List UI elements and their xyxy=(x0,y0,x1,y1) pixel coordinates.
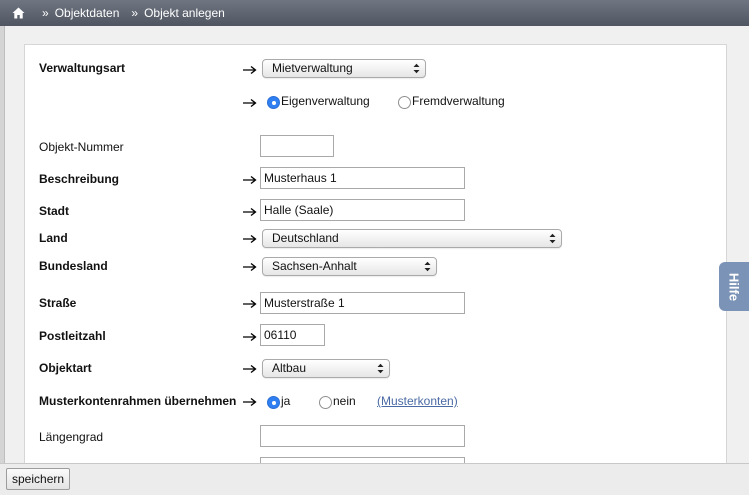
required-arrow-icon xyxy=(243,299,257,309)
objekt-nummer-input[interactable] xyxy=(260,135,334,157)
required-arrow-icon xyxy=(243,98,257,108)
stadt-input[interactable] xyxy=(260,199,465,221)
breadcrumb-objekt-anlegen: Objekt anlegen xyxy=(144,6,225,20)
musterkonten-link[interactable]: (Musterkonten) xyxy=(377,394,458,408)
bundesland-select[interactable]: Sachsen-Anhalt xyxy=(262,257,437,276)
fremdverwaltung-label: Fremdverwaltung xyxy=(412,94,505,108)
left-edge-strip xyxy=(0,26,5,463)
stadt-label: Stadt xyxy=(39,204,69,218)
laengengrad-label: Längengrad xyxy=(39,430,104,444)
postleitzahl-input[interactable] xyxy=(260,324,325,346)
musterkonten-ja-label: ja xyxy=(281,394,291,408)
musterkonten-nein-label: nein xyxy=(333,394,356,408)
object-form: Verwaltungsart Mietverwaltung Eigenverwa… xyxy=(24,44,727,463)
required-arrow-icon xyxy=(243,65,257,75)
radio-musterkonten-nein[interactable] xyxy=(319,396,332,409)
required-arrow-icon xyxy=(243,397,257,407)
verwaltungsart-select[interactable]: Mietverwaltung xyxy=(262,59,426,78)
land-select[interactable]: Deutschland xyxy=(262,229,562,248)
footer-bar: speichern xyxy=(0,463,749,495)
select-chevron-icon xyxy=(549,233,556,244)
select-chevron-icon xyxy=(413,63,420,74)
home-icon[interactable] xyxy=(12,7,25,19)
save-button[interactable]: speichern xyxy=(6,468,71,490)
postleitzahl-label: Postleitzahl xyxy=(39,329,106,343)
breadcrumb-separator: » xyxy=(42,6,49,20)
required-arrow-icon xyxy=(243,234,257,244)
help-tab[interactable]: Hilfe xyxy=(719,262,749,311)
required-arrow-icon xyxy=(243,364,257,374)
musterkonten-label: Musterkontenrahmen übernehmen xyxy=(39,394,237,408)
radio-musterkonten-ja[interactable] xyxy=(267,396,280,409)
verwaltungsart-label: Verwaltungsart xyxy=(39,61,126,75)
select-chevron-icon xyxy=(424,261,431,272)
select-chevron-icon xyxy=(377,363,384,374)
strasse-label: Straße xyxy=(39,296,77,310)
required-arrow-icon xyxy=(243,207,257,217)
laengengrad-input[interactable] xyxy=(260,425,465,447)
strasse-input[interactable] xyxy=(260,292,465,314)
beschreibung-input[interactable] xyxy=(260,167,465,189)
breadcrumb-separator: » xyxy=(131,6,139,20)
eigenverwaltung-label: Eigenverwaltung xyxy=(281,94,370,108)
breadcrumb-objektdaten[interactable]: Objektdaten xyxy=(54,6,120,20)
objektart-select[interactable]: Altbau xyxy=(262,359,390,378)
beschreibung-label: Beschreibung xyxy=(39,172,120,186)
objektart-label: Objektart xyxy=(39,361,92,375)
required-arrow-icon xyxy=(243,175,257,185)
radio-eigenverwaltung[interactable] xyxy=(267,96,280,109)
required-arrow-icon xyxy=(243,262,257,272)
radio-fremdverwaltung[interactable] xyxy=(398,96,411,109)
next-field-input[interactable] xyxy=(260,457,465,463)
land-label: Land xyxy=(39,231,68,245)
breadcrumb-bar: » Objektdaten » Objekt anlegen xyxy=(0,0,749,26)
objekt-nummer-label: Objekt-Nummer xyxy=(39,140,124,154)
bundesland-label: Bundesland xyxy=(39,259,108,273)
required-arrow-icon xyxy=(243,332,257,342)
